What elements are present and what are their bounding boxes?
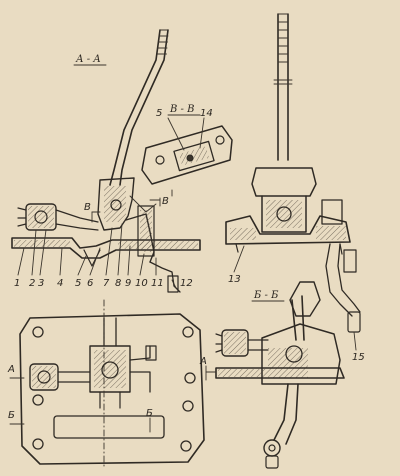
part-number-9: 9 <box>125 278 131 289</box>
part-number-8: 8 <box>115 278 121 289</box>
view-b-b <box>205 281 345 469</box>
bb-switch <box>215 329 269 357</box>
leader-lines-a <box>17 223 177 289</box>
section-label-bb: Б - Б <box>253 290 279 301</box>
cut-mark-v-bottom: В <box>162 196 169 207</box>
part-number-1: 1 <box>14 278 20 289</box>
cut-mark-a-left: А <box>7 364 15 375</box>
part-number-3: 3 <box>38 278 44 289</box>
cut-mark-b-right: Б <box>146 408 153 419</box>
bb-cut-lines <box>205 365 217 381</box>
part-number-labels: 1 2 3 4 5 6 7 8 9 10 11 12 13 14 15 5 <box>14 108 365 363</box>
part-number-12: 12 <box>180 278 193 289</box>
plan-mechanism <box>89 317 157 409</box>
part-number-6: 6 <box>87 278 93 289</box>
gear-lever-front <box>273 13 293 161</box>
section-labels: А - А В - В Б - Б <box>73 54 285 302</box>
part-number-7: 7 <box>103 278 110 289</box>
part-number-13: 13 <box>228 274 241 285</box>
plan-switch <box>29 363 91 391</box>
lever-housing-front <box>251 167 317 233</box>
part-number-11: 11 <box>151 278 164 289</box>
base-plate-front <box>225 215 351 255</box>
part-number-5: 5 <box>75 278 81 289</box>
switch-assembly-a <box>17 203 99 231</box>
cut-mark-v-top: В <box>84 202 91 213</box>
lever-housing-a <box>97 177 135 231</box>
part-number-4: 4 <box>57 278 63 289</box>
gear-lever-a <box>109 29 169 186</box>
section-label-vv: В - В <box>169 104 194 115</box>
cut-mark-labels: В В А Б Б А <box>7 196 207 421</box>
section-label-aa: А - А <box>75 54 101 65</box>
base-plate-a <box>11 237 201 267</box>
part-number-10: 10 <box>135 278 148 289</box>
view-plan <box>9 299 205 469</box>
view-v-v <box>141 117 233 197</box>
view-front-right <box>225 13 361 351</box>
bb-housing <box>215 323 345 385</box>
cut-mark-b-left: Б <box>8 410 15 421</box>
view-a-a <box>11 29 201 293</box>
part-number-14: 14 <box>200 108 213 119</box>
lever-thread-a <box>157 35 169 55</box>
plan-cut-lines <box>9 299 151 469</box>
cut-line-v <box>91 197 161 223</box>
side-bracket-front <box>321 199 361 333</box>
part-number-15: 15 <box>352 352 365 363</box>
part-number-2: 2 <box>29 278 35 289</box>
part-number-5-vv: 5 <box>156 108 162 119</box>
bb-lever <box>263 281 321 469</box>
cut-mark-a-right: А <box>199 356 207 367</box>
